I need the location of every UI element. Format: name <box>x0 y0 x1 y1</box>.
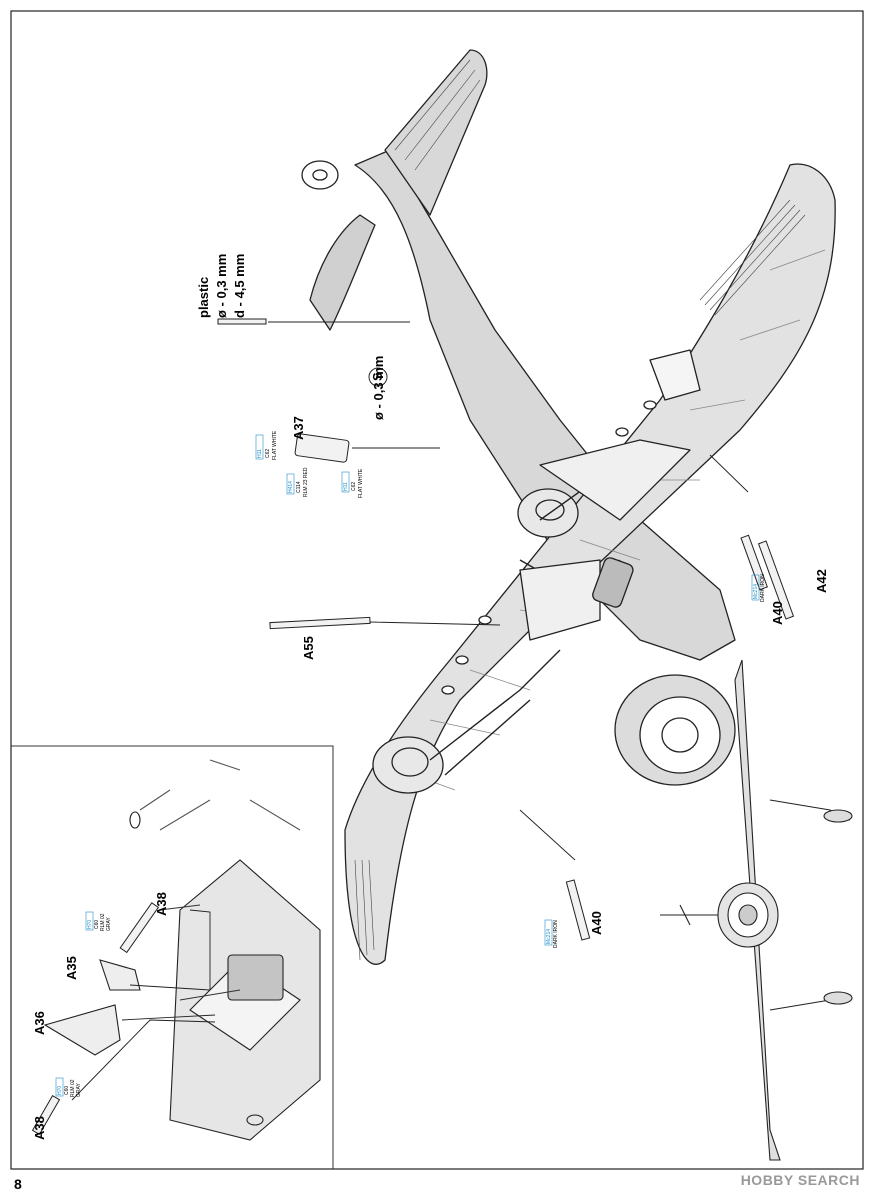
a37-paint-tag2: H414 <box>288 481 294 493</box>
paint-tag-box <box>55 1077 64 1097</box>
part-a37-shape <box>294 433 350 463</box>
aircraft-front-view <box>660 659 853 1161</box>
part-a38-bottom-shape <box>31 1094 61 1136</box>
a40b-paint-tag: Mc214 <box>546 929 552 944</box>
a38t-paint-name1: RLM 02 <box>100 913 106 931</box>
drill-note: ø - 0,3 mm <box>371 356 386 420</box>
plastic-note-line3: d - 4,5 mm <box>232 254 247 318</box>
a37-paint-name1: FLAT WHITE <box>272 430 278 460</box>
a37-paint-tag3: H11 <box>343 482 349 491</box>
paint-tag-box <box>255 434 264 460</box>
a37-paint-code1: C62 <box>265 449 271 458</box>
leader-lines <box>71 321 749 1101</box>
aircraft-main-drawing <box>301 49 836 965</box>
a37-paint-code2: C114 <box>296 481 302 493</box>
inset-frame <box>11 745 334 1169</box>
a38t-paint-tag: H70 <box>87 920 93 929</box>
part-a36-label: A36 <box>32 1011 47 1035</box>
drill-icon-symbol: S <box>370 372 385 381</box>
page-border <box>10 10 864 1170</box>
part-a38-bottom-label: A38 <box>32 1116 47 1140</box>
a37-paint-name3: FLAT WHITE <box>358 468 364 498</box>
part-a40-right-shape <box>740 534 768 591</box>
plastic-note-line1: plastic <box>196 277 211 318</box>
paint-tag-box <box>85 911 94 931</box>
part-a55-label: A55 <box>301 636 316 660</box>
part-a37-label: A37 <box>291 416 306 440</box>
part-a40-bottom-label: A40 <box>589 911 604 935</box>
part-a38-top-label: A38 <box>154 892 169 916</box>
a37-paint-code3: C62 <box>351 482 357 491</box>
drill-icon <box>368 367 388 387</box>
a38b-paint-tag: H70 <box>57 1086 63 1095</box>
part-a42-shape <box>757 540 795 620</box>
a40b-paint-name: DARK IRON <box>553 920 559 948</box>
a38t-paint-name2: GRAY <box>106 917 112 931</box>
labels: plastic ø - 0,3 mm d - 4,5 mm ø - 0,3 mm… <box>32 254 829 1140</box>
a40r-paint-name: DARK IRON <box>760 574 766 602</box>
paint-tag-box <box>751 574 760 601</box>
paint-tag-box <box>286 473 295 495</box>
watermark-logo: HOBBY SEARCH <box>740 1172 860 1188</box>
a38t-paint-code: C60 <box>94 920 100 929</box>
part-a35-label: A35 <box>64 956 79 980</box>
plastic-rod <box>217 318 267 325</box>
part-a40-bottom-shape <box>565 879 591 941</box>
inset-detail-drawing <box>43 759 321 1141</box>
part-a40-right-label: A40 <box>770 601 785 625</box>
a38b-paint-code: C60 <box>64 1086 70 1095</box>
part-a55-shape <box>269 616 371 630</box>
a38b-paint-name2: GRAY <box>76 1083 82 1097</box>
part-shapes <box>31 318 795 1136</box>
part-a42-label: A42 <box>814 569 829 593</box>
a38b-paint-name1: RLM 02 <box>70 1079 76 1097</box>
a37-paint-name2: RLM 23 RED <box>303 467 309 497</box>
plastic-note-line2: ø - 0,3 mm <box>214 254 229 318</box>
page-number: 8 <box>14 1176 22 1192</box>
paint-tag-box <box>341 471 350 493</box>
a40r-paint-tag: Mc214 <box>753 584 759 599</box>
a37-paint-tag1: H11 <box>257 449 263 458</box>
part-a38-top-shape <box>119 902 160 954</box>
paint-tag-box <box>544 919 553 946</box>
